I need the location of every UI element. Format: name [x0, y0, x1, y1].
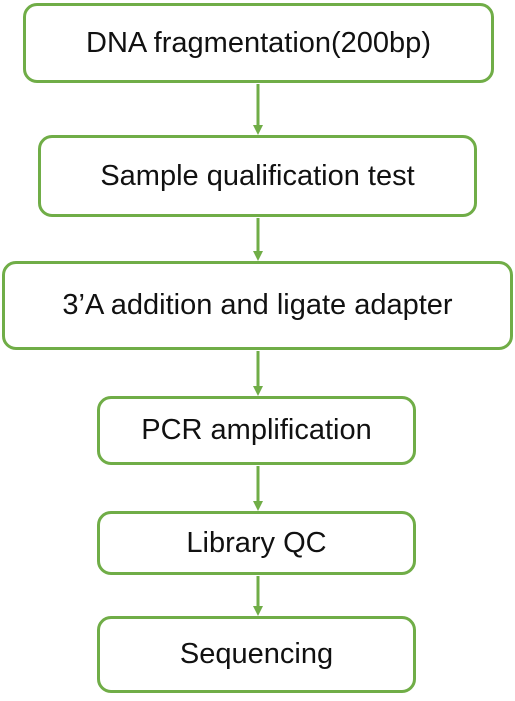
step-library-qc: Library QC [97, 511, 416, 575]
step-label: PCR amplification [141, 414, 372, 446]
step-pcr-amplification: PCR amplification [97, 396, 416, 465]
step-label: 3’A addition and ligate adapter [62, 289, 453, 321]
step-dna-fragmentation: DNA fragmentation(200bp) [23, 3, 494, 83]
step-adapter-ligation: 3’A addition and ligate adapter [2, 261, 513, 350]
step-label: Sequencing [179, 638, 334, 670]
step-label: DNA fragmentation(200bp) [86, 26, 431, 59]
step-sample-qualification-test: Sample qualification test [38, 135, 477, 217]
step-sequencing: Sequencing [97, 616, 416, 693]
step-label: Sample qualification test [100, 159, 415, 192]
step-label: Library QC [186, 526, 327, 559]
